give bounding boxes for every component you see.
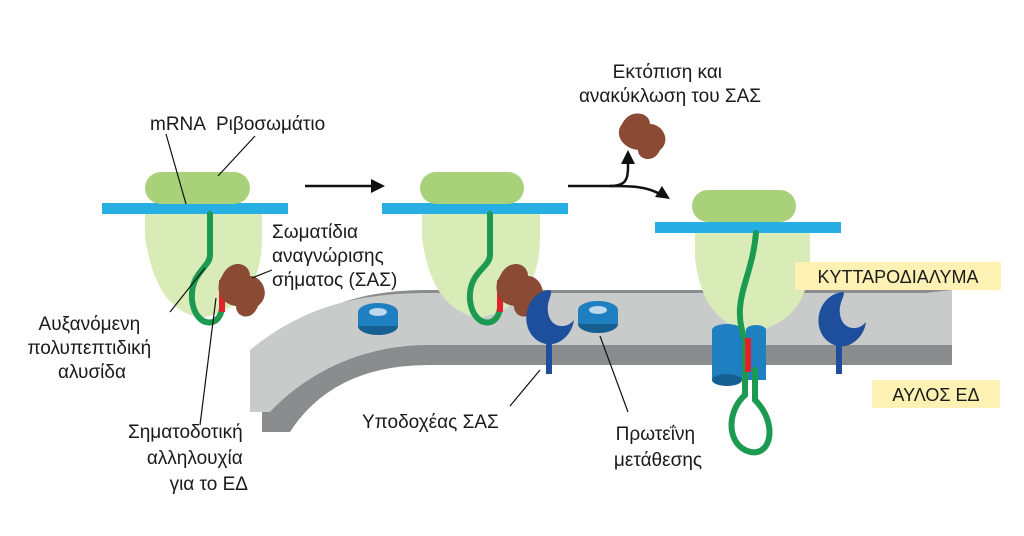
mrna-strand xyxy=(102,203,288,214)
label-srp-receptor: Υποδοχέας ΣΑΣ xyxy=(362,412,499,433)
polypeptide-chain xyxy=(466,211,504,326)
stage-2-docking xyxy=(382,172,574,374)
mrna-strand xyxy=(382,203,568,214)
srp-receptor-bound xyxy=(526,290,574,374)
cytosol-label-box xyxy=(795,262,1001,290)
srp-receptor-free xyxy=(818,292,866,374)
ribosome-large-subunit xyxy=(692,190,796,222)
label-growing-chain: Αυξανόμενη πολυπεπτιδική αλυσίδα xyxy=(27,314,156,383)
label-srp: Σωματίδια αναγνώρισης σήματος (ΣΑΣ) xyxy=(272,222,397,291)
label-mrna: mRNA xyxy=(150,114,206,135)
label-translocon: Πρωτεΐνη μετάθεσης xyxy=(614,424,702,471)
stage-1-translation xyxy=(102,172,288,326)
translocon-closed-1 xyxy=(358,303,398,335)
er-lumen-label-box xyxy=(872,380,1000,408)
label-ribosome: Ριβοσωμάτιο xyxy=(216,114,325,135)
label-signal-sequence: Σηματοδοτική αλληλουχία για το ΕΔ xyxy=(128,422,248,495)
srp-released xyxy=(618,113,666,160)
polypeptide-chain xyxy=(728,230,773,456)
leader-lines xyxy=(165,133,629,426)
arrow-1-to-2 xyxy=(305,179,385,193)
membrane-inner-face xyxy=(270,345,952,432)
stage-3-translocation xyxy=(655,190,841,456)
label-srp-release: Εκτόπιση και ανακύκλωση του ΣΑΣ xyxy=(579,62,761,107)
label-er-lumen: ΑΥΛΟΣ ΕΔ xyxy=(892,385,979,405)
mrna-strand xyxy=(655,222,841,233)
label-cytosol: ΚΥΤΤΑΡΟΔΙΑΛΥΜΑ xyxy=(817,267,978,287)
polypeptide-chain xyxy=(188,211,226,326)
ribosome-large-subunit xyxy=(420,172,524,204)
translocon-closed-2 xyxy=(578,301,618,333)
ribosome-small-subunit xyxy=(695,233,810,332)
arrow-2-to-3 xyxy=(568,113,670,199)
ribosome-large-subunit xyxy=(145,172,250,204)
